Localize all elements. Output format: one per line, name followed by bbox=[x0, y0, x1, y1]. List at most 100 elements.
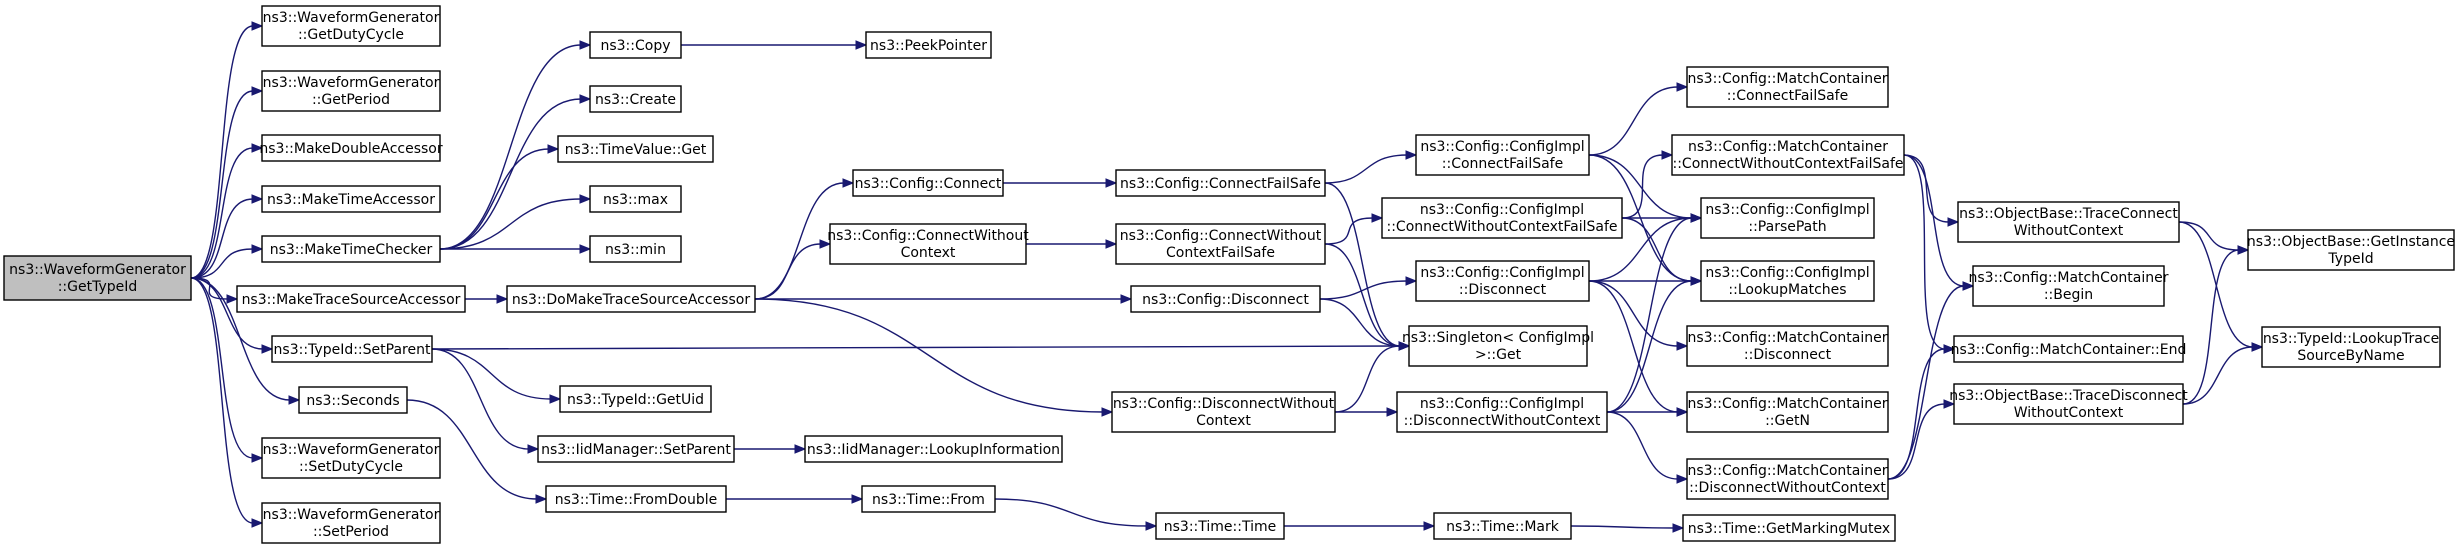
node-iidmanager-setparent[interactable]: ns3::IidManager::SetParent bbox=[537, 435, 735, 463]
node-ci-disconnectwithoutcontext[interactable]: ns3::Config::ConfigImpl::DisconnectWitho… bbox=[1396, 391, 1608, 433]
node-time-from[interactable]: ns3::Time::From bbox=[861, 485, 996, 513]
node-label: ::Disconnect bbox=[1744, 347, 1832, 363]
node-wg-setdutycycle[interactable]: ns3::WaveformGenerator::SetDutyCycle bbox=[261, 437, 441, 479]
node-box bbox=[861, 485, 996, 513]
node-root[interactable]: ns3::WaveformGenerator::GetTypeId bbox=[3, 255, 192, 301]
node-min[interactable]: ns3::min bbox=[589, 235, 682, 263]
node-label: >::Get bbox=[1475, 347, 1522, 363]
node-copy[interactable]: ns3::Copy bbox=[589, 31, 682, 59]
node-typeid-getuid[interactable]: ns3::TypeId::GetUid bbox=[559, 385, 712, 413]
node-mc-connectwithoutcontextfailsafe[interactable]: ns3::Config::MatchContainer::ConnectWith… bbox=[1671, 134, 1905, 176]
node-peekpointer[interactable]: ns3::PeekPointer bbox=[865, 31, 992, 59]
node-box bbox=[1953, 383, 2184, 425]
node-label: ns3::Config::MatchContainer bbox=[1969, 270, 2169, 286]
node-mc-disconnectwithoutcontext[interactable]: ns3::Config::MatchContainer::DisconnectW… bbox=[1686, 458, 1889, 500]
node-ci-connectwithoutcontextfailsafe[interactable]: ns3::Config::ConfigImpl::ConnectWithoutC… bbox=[1381, 197, 1623, 239]
edge-ci-disconnectwithoutcontext-to-ci-parsepath bbox=[1606, 213, 1703, 413]
node-box bbox=[271, 335, 433, 363]
node-ci-disconnect[interactable]: ns3::Config::ConfigImpl::Disconnect bbox=[1415, 260, 1590, 302]
edge-config-connectfailsafe-to-ci-connectfailsafe bbox=[1324, 150, 1418, 184]
node-box bbox=[261, 502, 441, 544]
node-mc-end[interactable]: ns3::Config::MatchContainer::End bbox=[1951, 335, 2187, 363]
node-wg-setperiod[interactable]: ns3::WaveformGenerator::SetPeriod bbox=[261, 502, 441, 544]
edge-maketimechecker-to-max bbox=[439, 194, 592, 250]
edge-time-from-to-time-time bbox=[994, 498, 1158, 531]
node-label: ::GetDutyCycle bbox=[298, 27, 404, 43]
node-box bbox=[1111, 391, 1336, 433]
node-config-connect[interactable]: ns3::Config::Connect bbox=[852, 169, 1004, 197]
node-box bbox=[3, 255, 192, 301]
edge-domaketracesourceaccessor-to-config-disconnectwithoutcontext bbox=[754, 298, 1114, 417]
node-label: ns3::Time::FromDouble bbox=[555, 492, 718, 508]
node-mc-begin[interactable]: ns3::Config::MatchContainer::Begin bbox=[1969, 265, 2169, 307]
edge-mc-disconnectwithoutcontext-to-ob-tracedisconnectwithoutcontext bbox=[1887, 399, 1956, 480]
node-config-connectfailsafe[interactable]: ns3::Config::ConnectFailSafe bbox=[1115, 169, 1326, 197]
node-seconds[interactable]: ns3::Seconds bbox=[298, 386, 408, 414]
edge-time-fromdouble-to-time-from bbox=[726, 494, 864, 504]
node-ci-connectfailsafe[interactable]: ns3::Config::ConfigImpl::ConnectFailSafe bbox=[1415, 134, 1590, 176]
edge-maketimechecker-to-create bbox=[439, 94, 592, 250]
node-time-time[interactable]: ns3::Time::Time bbox=[1155, 512, 1285, 540]
node-label: ns3::ObjectBase::TraceConnect bbox=[1959, 206, 2178, 222]
node-ci-parsepath[interactable]: ns3::Config::ConfigImpl::ParsePath bbox=[1700, 197, 1875, 239]
node-label: ns3::Config::ConfigImpl bbox=[1705, 265, 1869, 281]
node-label: ns3::Config::Connect bbox=[855, 176, 1002, 192]
node-wg-getdutycycle[interactable]: ns3::WaveformGenerator::GetDutyCycle bbox=[261, 5, 441, 47]
node-box bbox=[2261, 326, 2441, 368]
node-box bbox=[589, 185, 682, 213]
node-iidmanager-lookupinformation[interactable]: ns3::IidManager::LookupInformation bbox=[804, 435, 1063, 463]
node-wg-getperiod[interactable]: ns3::WaveformGenerator::GetPeriod bbox=[261, 70, 441, 112]
node-create[interactable]: ns3::Create bbox=[589, 85, 682, 113]
node-typeid-setparent[interactable]: ns3::TypeId::SetParent bbox=[271, 335, 433, 363]
node-label: ns3::Copy bbox=[600, 38, 670, 54]
node-ob-tracedisconnectwithoutcontext[interactable]: ns3::ObjectBase::TraceDisconnectWithoutC… bbox=[1949, 383, 2188, 425]
edge-config-connectwithoutcontextfailsafe-to-ci-connectwithoutcontextfailsafe bbox=[1324, 213, 1384, 245]
node-label: ::ConnectWithoutContextFailSafe bbox=[1386, 219, 1617, 235]
edge-root-to-maketimeaccessor bbox=[190, 194, 264, 279]
node-time-mark[interactable]: ns3::Time::Mark bbox=[1433, 512, 1572, 540]
node-timevalue-get[interactable]: ns3::TimeValue::Get bbox=[557, 135, 714, 163]
node-label: WithoutContext bbox=[2014, 405, 2124, 421]
node-box bbox=[1700, 260, 1875, 302]
node-mc-connectfailsafe[interactable]: ns3::Config::MatchContainer::ConnectFail… bbox=[1686, 66, 1889, 108]
node-maketimeaccessor[interactable]: ns3::MakeTimeAccessor bbox=[261, 185, 441, 213]
node-ob-traceconnectwithoutcontext[interactable]: ns3::ObjectBase::TraceConnectWithoutCont… bbox=[1957, 201, 2180, 243]
edge-mc-disconnectwithoutcontext-to-mc-begin bbox=[1887, 281, 1975, 480]
node-label: ns3::ObjectBase::GetInstance bbox=[2247, 234, 2455, 250]
node-box bbox=[261, 437, 441, 479]
node-mc-getn[interactable]: ns3::Config::MatchContainer::GetN bbox=[1686, 391, 1889, 433]
edge-maketimechecker-to-copy bbox=[439, 40, 592, 250]
node-config-connectwithoutcontextfailsafe[interactable]: ns3::Config::ConnectWithoutContextFailSa… bbox=[1115, 223, 1326, 265]
node-makedoubleaccessor[interactable]: ns3::MakeDoubleAccessor bbox=[259, 134, 443, 162]
node-label: ns3::WaveformGenerator bbox=[263, 10, 440, 26]
node-box bbox=[2247, 229, 2455, 271]
node-box bbox=[559, 385, 712, 413]
node-config-connectwithoutcontext[interactable]: ns3::Config::ConnectWithoutContext bbox=[827, 223, 1029, 265]
node-maketimechecker[interactable]: ns3::MakeTimeChecker bbox=[261, 235, 441, 263]
node-label: ns3::MakeTimeChecker bbox=[270, 242, 433, 258]
node-label: ns3::IidManager::LookupInformation bbox=[807, 442, 1060, 458]
node-box bbox=[1155, 512, 1285, 540]
node-box bbox=[1115, 223, 1326, 265]
node-time-fromdouble[interactable]: ns3::Time::FromDouble bbox=[545, 485, 727, 513]
edge-config-connect-to-config-connectfailsafe bbox=[1003, 178, 1118, 188]
node-config-disconnect[interactable]: ns3::Config::Disconnect bbox=[1130, 285, 1321, 313]
node-label: ::SetDutyCycle bbox=[299, 459, 403, 475]
node-domaketracesourceaccessor[interactable]: ns3::DoMakeTraceSourceAccessor bbox=[506, 285, 756, 313]
node-label: ns3::Time::Time bbox=[1164, 519, 1276, 535]
node-max[interactable]: ns3::max bbox=[589, 185, 682, 213]
node-maketracesourceaccessor[interactable]: ns3::MakeTraceSourceAccessor bbox=[236, 285, 466, 313]
node-label: ns3::Seconds bbox=[306, 393, 399, 409]
node-config-disconnectwithoutcontext[interactable]: ns3::Config::DisconnectWithoutContext bbox=[1111, 391, 1336, 433]
node-label: ::DisconnectWithoutContext bbox=[1404, 413, 1601, 429]
node-ci-lookupmatches[interactable]: ns3::Config::ConfigImpl::LookupMatches bbox=[1700, 260, 1875, 302]
node-label: ::ParsePath bbox=[1748, 219, 1826, 235]
node-time-getmarkingmutex[interactable]: ns3::Time::GetMarkingMutex bbox=[1682, 514, 1896, 542]
node-label: Context bbox=[901, 245, 956, 261]
node-singleton-get[interactable]: ns3::Singleton< ConfigImpl >::Get bbox=[1402, 325, 1594, 367]
node-label: ns3::ObjectBase::TraceDisconnect bbox=[1949, 388, 2188, 404]
node-mc-disconnect[interactable]: ns3::Config::MatchContainer::Disconnect bbox=[1686, 325, 1889, 367]
node-label: ns3::Create bbox=[595, 92, 676, 108]
